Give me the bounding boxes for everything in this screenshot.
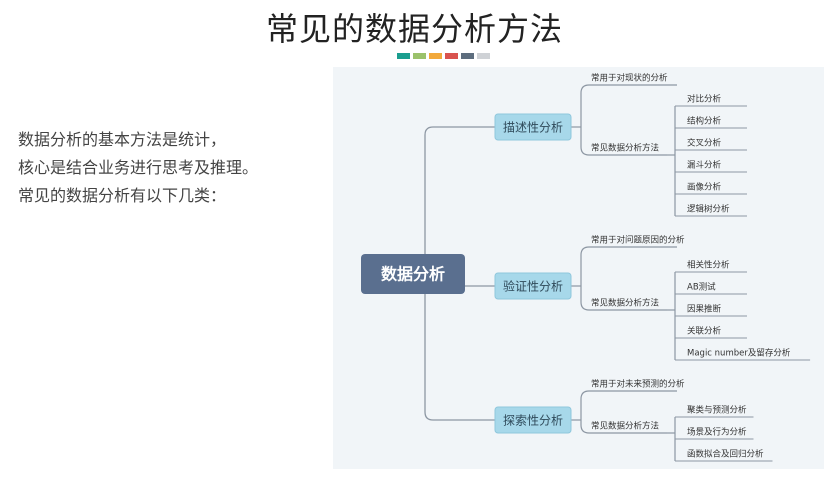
method-item: AB测试 [687,282,716,293]
intro-text: 数据分析的基本方法是统计， 核心是结合业务进行思考及推理。 常见的数据分析有以下… [18,126,258,210]
branch-label: 描述性分析 [503,121,563,135]
color-swatch-6 [477,53,490,59]
intro-line-2: 核心是结合业务进行思考及推理。 [18,158,259,177]
branch-node-3: 探索性分析 [494,406,572,434]
method-item: 因果推断 [687,304,722,315]
method-item: 函数拟合及回归分析 [687,449,764,460]
method-item: 相关性分析 [687,260,730,271]
color-swatch-5 [461,53,474,59]
root-label: 数据分析 [381,265,445,284]
mind-map: 描述性分析 常用于对现状的分析常见数据分析方法 对比分析结构分析交叉分析漏斗分析画像… [333,67,824,469]
branch-purpose: 常用于对未来预测的分析 [591,379,685,390]
method-item: 漏斗分析 [687,160,722,171]
root-node: 数据分析 [361,254,465,294]
color-swatch-4 [445,53,458,59]
branch-label: 探索性分析 [503,414,563,428]
branch-node-2: 验证性分析 [494,272,572,300]
method-item: 关联分析 [687,326,722,337]
intro-line-3: 常见的数据分析有以下几类： [18,186,227,205]
branch-purpose: 常用于对问题原因的分析 [591,235,685,246]
page-title: 常见的数据分析方法 [265,10,563,48]
intro-line-1: 数据分析的基本方法是统计， [18,130,227,149]
method-item: 对比分析 [687,94,722,105]
methods-label: 常见数据分析方法 [591,143,659,154]
method-item: 画像分析 [687,182,722,193]
color-bar [397,53,490,59]
method-item: 聚类与预测分析 [687,405,747,416]
branch-node-1: 描述性分析 [494,113,572,141]
method-item: 逻辑树分析 [687,204,730,215]
branch-label: 验证性分析 [503,279,563,294]
methods-label: 常见数据分析方法 [591,421,659,432]
branch-purpose: 常用于对现状的分析 [591,73,668,84]
method-item: 交叉分析 [687,138,722,149]
color-swatch-1 [397,53,410,59]
methods-label: 常见数据分析方法 [591,298,659,309]
color-swatch-3 [429,53,442,59]
color-swatch-2 [413,53,426,59]
method-item: Magic number及留存分析 [687,348,791,359]
method-item: 场景及行为分析 [687,427,747,438]
method-item: 结构分析 [687,116,722,127]
